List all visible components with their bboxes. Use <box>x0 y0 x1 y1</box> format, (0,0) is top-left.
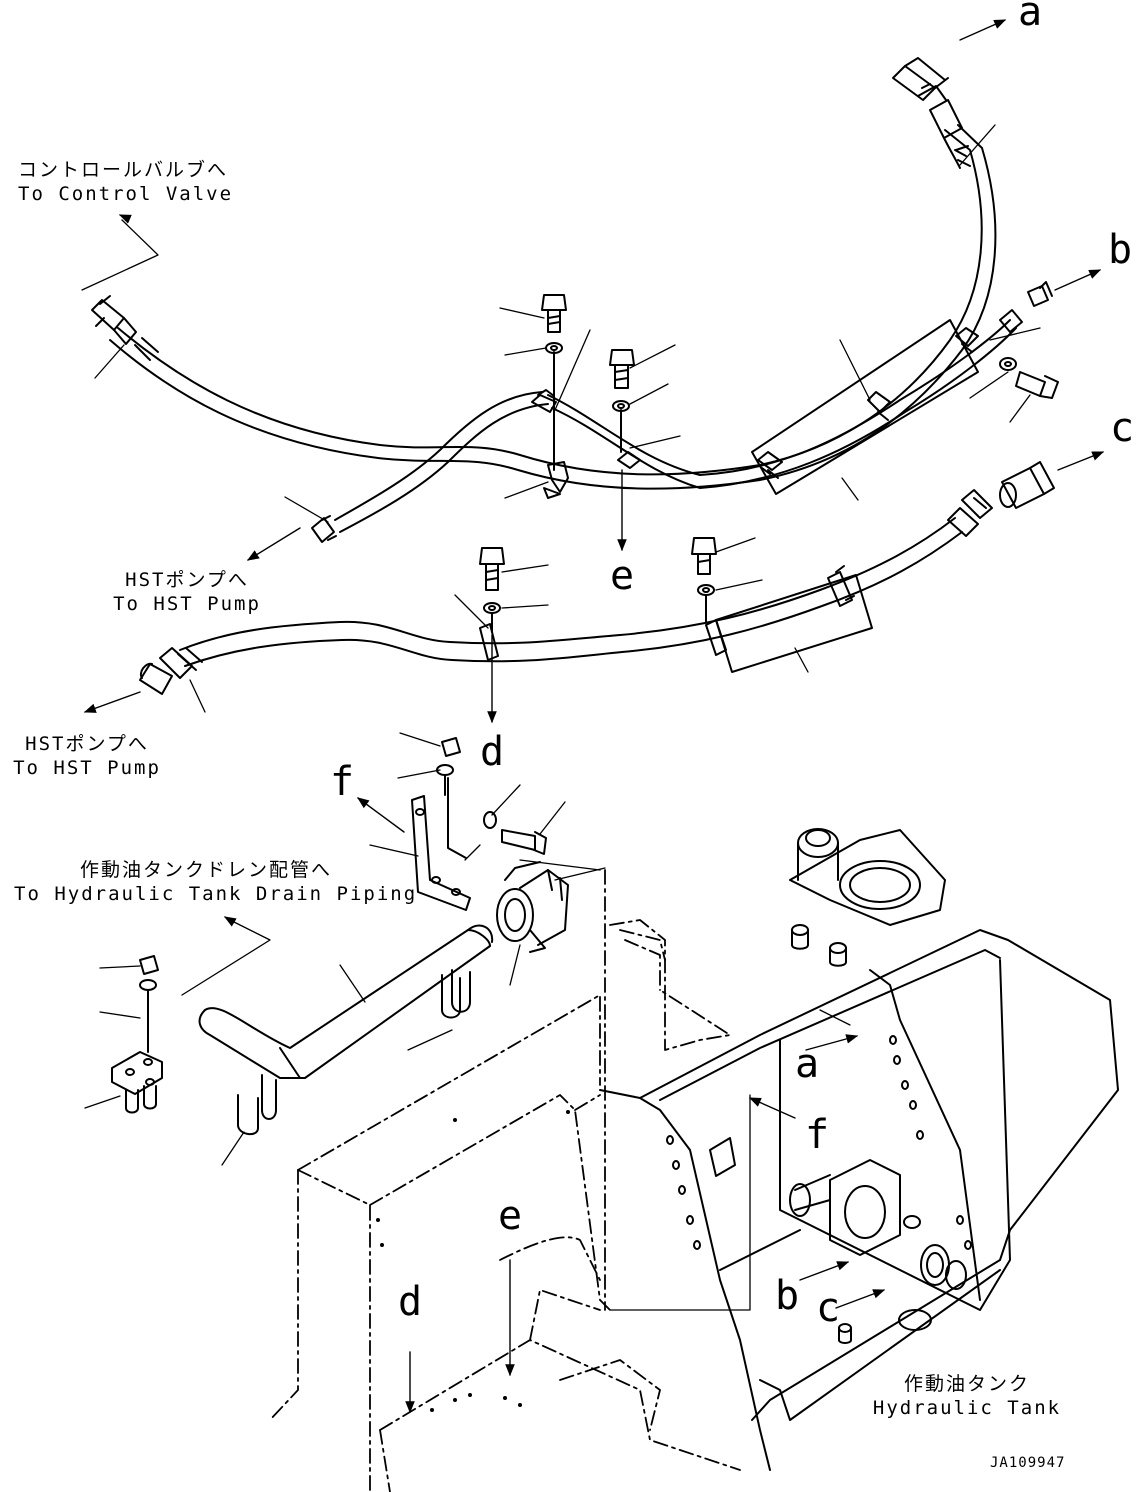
control-valve-label-jp: コントロールバルブへ <box>18 159 229 181</box>
upper-clamps <box>532 320 978 498</box>
ref-f-mid: f <box>330 759 355 805</box>
hst-pump-upper-label-jp: HSTポンプへ <box>125 569 249 591</box>
control-valve-label-en: To Control Valve <box>18 183 234 205</box>
ref-d-low: d <box>398 1279 423 1325</box>
ref-b-top: b <box>1108 227 1133 273</box>
ref-c-tank: c <box>816 1285 841 1331</box>
hydraulic-tank <box>600 829 1118 1470</box>
hydraulic-tank-label-jp: 作動油タンク <box>903 1373 1030 1395</box>
hst-pump-lower-label-en: To HST Pump <box>13 757 161 779</box>
hst-pump-upper-label: HSTポンプへ To HST Pump <box>112 568 262 616</box>
hydraulic-tank-caption: 作動油タンク Hydraulic Tank <box>872 1372 1062 1420</box>
drain-piping-label-en: To Hydraulic Tank Drain Piping <box>14 883 418 905</box>
u-bolts <box>238 970 470 1134</box>
branch-hose-to-hst-pump <box>312 282 1052 542</box>
hst-pump-lower-label: HSTポンプへ To HST Pump <box>12 732 162 780</box>
ref-e-low: e <box>498 1193 523 1239</box>
drain-bracket <box>412 738 546 910</box>
frame-holes <box>376 1110 570 1412</box>
drain-piping-label: 作動油タンクドレン配管へ To Hydraulic Tank Drain Pip… <box>14 858 418 906</box>
drain-coupling <box>497 862 568 952</box>
ref-a-tank: a <box>795 1041 820 1087</box>
lower-bolts <box>480 538 716 632</box>
upper-bolts <box>542 295 1058 470</box>
hydraulic-tank-label-en: Hydraulic Tank <box>872 1397 1062 1419</box>
ref-b-tank: b <box>775 1273 800 1319</box>
hst-pump-upper-label-en: To HST Pump <box>113 593 261 615</box>
drain-mount-bracket <box>112 956 162 1113</box>
reference-arrows <box>83 20 1105 1414</box>
leader-lines <box>82 125 1040 1310</box>
control-valve-hose <box>92 58 995 489</box>
drain-pipe <box>200 926 493 1078</box>
drain-piping-label-jp: 作動油タンクドレン配管へ <box>79 859 332 881</box>
hst-pump-hose <box>140 462 1054 694</box>
hst-pump-lower-label-jp: HSTポンプへ <box>25 733 149 755</box>
control-valve-label: コントロールバルブへ To Control Valve <box>18 158 234 206</box>
ref-a-top: a <box>1018 0 1043 35</box>
machine-frame <box>270 870 740 1492</box>
drawing-code: JA109947 <box>990 1455 1066 1471</box>
ref-c-top: c <box>1110 405 1135 451</box>
ref-f-tank: f <box>805 1112 830 1158</box>
ref-d-mid: d <box>480 729 505 775</box>
ref-e-mid: e <box>610 553 635 599</box>
